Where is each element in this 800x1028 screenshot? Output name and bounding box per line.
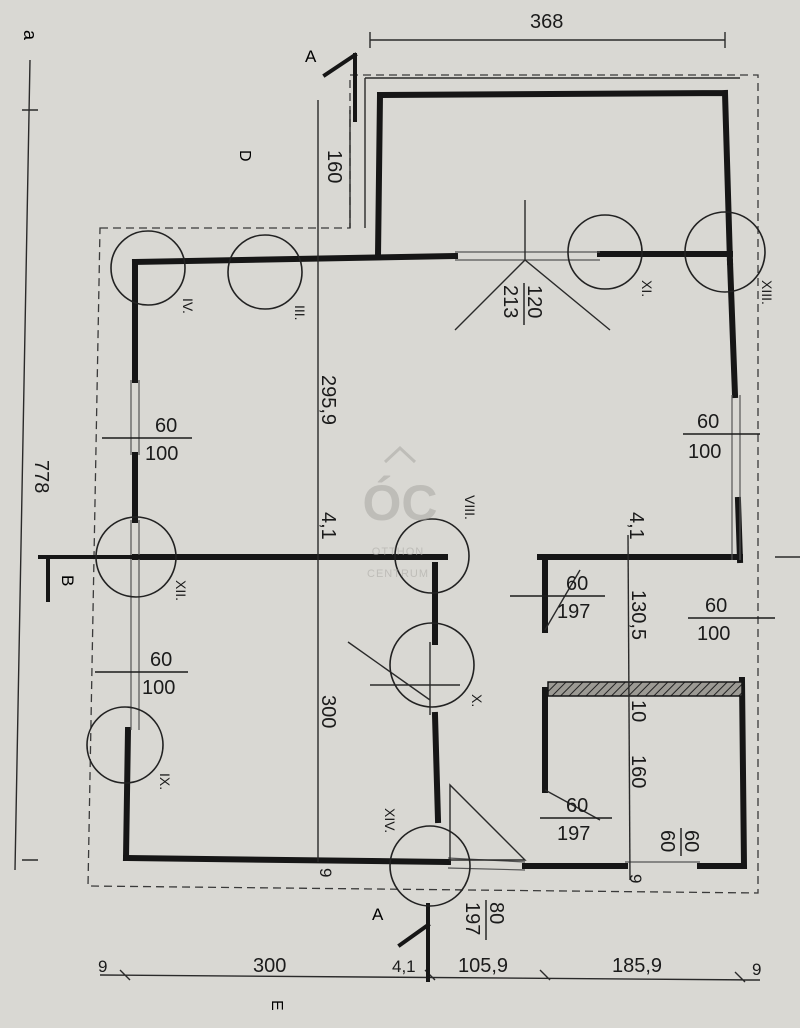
- logo-roof: [383, 445, 417, 464]
- label-section-b: B: [58, 575, 77, 586]
- wall-lower-left: [122, 726, 132, 862]
- window-right-upper-w: 60: [697, 411, 719, 433]
- door-top-h: 213: [499, 285, 521, 318]
- opening-window-right-bottom: 60 60: [656, 828, 702, 856]
- window-left-lower-w: 60: [150, 649, 172, 671]
- partition-hatched: [547, 681, 743, 697]
- dim-bottom-3: 4,1: [392, 957, 416, 976]
- detail-circle-x: [389, 622, 475, 708]
- door-top-w: 120: [523, 285, 545, 318]
- opening-door-top: 120 213: [499, 283, 545, 325]
- door-swing-bath: [544, 569, 601, 821]
- window-right-upper-h: 100: [688, 441, 721, 463]
- window-right-bottom-h: 60: [656, 830, 678, 852]
- dim-room-lower-left: 300: [317, 695, 339, 728]
- opening-window-right-upper: 60 100: [683, 411, 760, 463]
- window-right-mid-h: 100: [697, 623, 730, 645]
- door-right-upper-w: 60: [566, 573, 588, 595]
- dim-wall-left: 4,1: [317, 512, 339, 540]
- dim-bottom-5: 185,9: [612, 955, 662, 977]
- dim-bottom-left-9: 9: [316, 868, 335, 877]
- dim-bottom-1: 9: [98, 957, 107, 976]
- detail-circle-iv: [110, 230, 186, 306]
- window-right-mid-w: 60: [705, 595, 727, 617]
- detail-circle-iii: [227, 234, 303, 310]
- opening-door-right-upper: 60 197: [510, 573, 605, 623]
- detail-label-iii: III.: [292, 305, 308, 321]
- window-left-upper-w: 60: [155, 415, 177, 437]
- opening-window-left-lower: 60 100: [95, 649, 188, 699]
- dim-right-room-a: 130,5: [627, 590, 649, 640]
- dim-bottom-right-9: 9: [626, 874, 645, 883]
- dim-bottom-2: 300: [253, 955, 286, 977]
- label-side-e: E: [268, 1000, 285, 1011]
- detail-label-x: X.: [469, 694, 485, 707]
- detail-label-xiii: XIII.: [759, 280, 775, 305]
- label-side-a: a: [20, 30, 40, 41]
- opening-door-right-lower: 60 197: [540, 795, 612, 845]
- section-a-bottom-marker: [397, 903, 431, 982]
- door-bottom-h: 197: [461, 902, 483, 935]
- logo-mark: ÓC: [363, 475, 438, 531]
- dim-wall-right: 4,1: [625, 512, 647, 540]
- dim-extension: 160: [323, 150, 345, 183]
- dim-top-width: 368: [530, 11, 563, 33]
- detail-label-ix: IX.: [157, 773, 173, 790]
- wall-bottom: [122, 854, 745, 869]
- detail-label-xiv: XIV.: [382, 808, 398, 833]
- dim-right-room-b: 160: [627, 755, 649, 788]
- window-left-lower-h: 100: [142, 677, 175, 699]
- wall-right-lower: [738, 676, 748, 870]
- detail-label-iv: IV.: [180, 298, 196, 314]
- section-b-marker: [38, 555, 142, 602]
- dim-room-left-length: 295,9: [317, 375, 339, 425]
- extension-box: [364, 77, 740, 228]
- detail-circle-viii: [394, 518, 470, 594]
- detail-label-xii: XII.: [173, 580, 189, 601]
- door-right-lower-h: 197: [557, 823, 590, 845]
- door-right-lower-w: 60: [566, 795, 588, 817]
- dim-line-top: [369, 32, 726, 48]
- detail-circle-xiii: [684, 211, 766, 293]
- door-swing-x: [347, 641, 460, 715]
- wall-top: [131, 251, 733, 266]
- watermark-line2: CENTRUM: [367, 568, 429, 580]
- dim-left-height: 778: [30, 460, 52, 493]
- opening-door-bottom: 80 197: [461, 900, 507, 940]
- label-side-d: D: [236, 150, 253, 162]
- dim-line-right: [627, 534, 631, 881]
- wall-extension: [374, 89, 734, 266]
- dim-bottom-6: 9: [752, 960, 761, 979]
- detail-circle-xi: [567, 214, 643, 290]
- label-section-a-bottom: A: [372, 905, 384, 924]
- wall-middle-vertical: [431, 562, 442, 824]
- detail-label-viii: VIII.: [462, 495, 478, 520]
- label-section-a-top: A: [305, 47, 317, 66]
- watermark-line1: OTTHON: [372, 546, 424, 558]
- detail-circle-ix: [86, 706, 164, 784]
- dim-bottom-4: 105,9: [458, 955, 508, 977]
- section-a-top-marker: [322, 52, 358, 122]
- detail-label-xi: XI.: [639, 280, 655, 297]
- opening-window-right-mid: 60 100: [688, 595, 775, 645]
- opening-window-left-upper: 60 100: [102, 415, 192, 465]
- door-swing-bottom: [449, 783, 527, 861]
- door-swing-top: [454, 200, 611, 331]
- door-right-upper-h: 197: [557, 601, 590, 623]
- detail-circle-xiv: [389, 825, 471, 907]
- detail-circle-xii: [95, 516, 177, 598]
- window-left-upper-h: 100: [145, 443, 178, 465]
- dim-line-left: [14, 59, 38, 871]
- watermark-logo: ÓC OTTHON CENTRUM: [363, 445, 438, 580]
- dim-partition: 10: [627, 700, 649, 722]
- window-right-bottom-w: 60: [680, 830, 702, 852]
- door-bottom-w: 80: [485, 902, 507, 924]
